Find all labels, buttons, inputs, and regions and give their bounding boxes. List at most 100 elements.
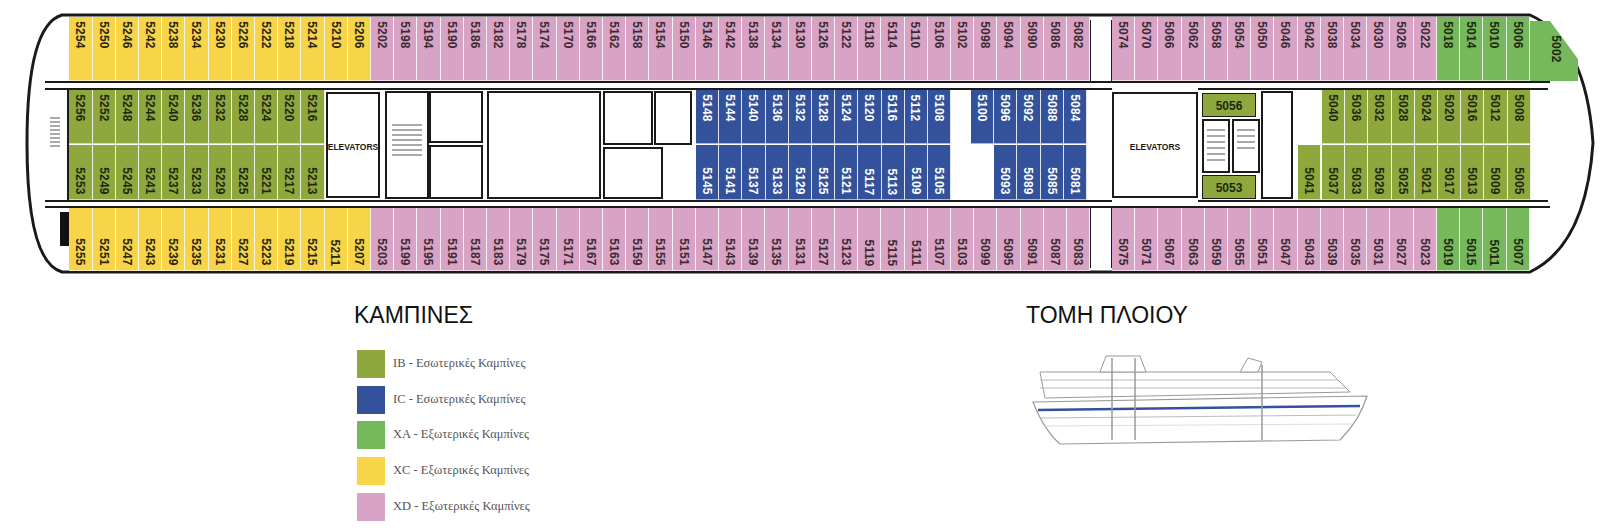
cabin-number: 5115: [886, 239, 898, 266]
text-holder: 5139: [747, 238, 759, 266]
text-holder: 5250: [98, 21, 110, 49]
text-holder: 5256: [74, 94, 86, 122]
cabin-box: 5026: [1390, 17, 1413, 81]
cabin-number: 5256: [74, 94, 86, 122]
text-holder: 5056: [1216, 96, 1243, 114]
cabin-box: 5066: [1158, 17, 1181, 81]
cabin-number: 5206: [353, 21, 365, 49]
cabin-number: 5244: [144, 94, 156, 122]
cabin-number: 5110: [910, 21, 922, 48]
text-holder: 5059: [1210, 238, 1222, 266]
cabin-number: 5170: [561, 21, 573, 49]
legend-swatch: [357, 350, 385, 378]
cabin-box: 5159: [626, 208, 649, 271]
text-holder: 5217: [283, 167, 295, 195]
text-holder: 5036: [1350, 94, 1362, 122]
cabin-box: 5034: [1344, 17, 1367, 81]
cabin-number: 5075: [1117, 238, 1129, 266]
text-holder: 5098: [979, 21, 991, 49]
text-holder: 5024: [1420, 94, 1432, 122]
text-holder: 5166: [585, 21, 597, 49]
text-holder: 5041: [1303, 167, 1315, 195]
cabin-number: 5202: [376, 21, 388, 49]
text-holder: 5253: [74, 167, 86, 195]
cabin-number: 5226: [237, 21, 249, 49]
text-holder: 5190: [446, 21, 458, 49]
cabin-number: 5100: [976, 94, 988, 122]
cabin-box: 5032: [1368, 90, 1391, 144]
cabin-box: 5067: [1158, 208, 1181, 271]
text-holder: 5050: [1256, 21, 1268, 49]
text-holder: 5239: [167, 238, 179, 266]
cabin-box: 5241: [139, 145, 162, 200]
cabin-box: 5098: [974, 17, 997, 81]
cabin-number: 5234: [190, 21, 202, 49]
text-holder: 5096: [999, 94, 1011, 122]
cabin-number: 5029: [1373, 167, 1385, 195]
text-holder: 5100: [976, 94, 988, 122]
cabin-box: 5138: [742, 17, 765, 81]
cabin-number: 5214: [306, 21, 318, 49]
cabin-number: 5215: [306, 238, 318, 266]
text-holder: 5228: [237, 94, 249, 122]
cabin-number: 5224: [260, 94, 272, 122]
text-holder: 5017: [1443, 167, 1455, 195]
cabin-box: 5234: [185, 17, 208, 81]
hull-outline: [27, 15, 1593, 272]
cabin-number: 5232: [213, 94, 225, 122]
cabin-box: 5134: [765, 17, 788, 81]
cabin-box: 5252: [93, 90, 116, 144]
text-holder: 5236: [190, 94, 202, 122]
text-holder: 5155: [654, 238, 666, 266]
text-holder: 5178: [515, 21, 527, 49]
cabin-box: 5036: [1345, 90, 1368, 144]
legend-swatch: [357, 493, 385, 521]
text-holder: 5122: [840, 21, 852, 49]
cabin-box: 5103: [951, 208, 974, 271]
text-holder: 5222: [260, 21, 272, 49]
text-holder: 5221: [260, 167, 272, 195]
cabin-box: 5092: [1017, 90, 1040, 144]
cabin-number: 5134: [770, 21, 782, 49]
cabin-box: 5055: [1228, 208, 1251, 271]
text-holder: 5215: [306, 238, 318, 266]
cabin-number: 5113: [887, 168, 899, 195]
text-holder: 5018: [1442, 21, 1454, 49]
cabin-number: 5222: [260, 21, 272, 49]
cabin-box: 5171: [557, 208, 580, 271]
cabin-box: 5021: [1415, 145, 1438, 200]
text-holder: 5087: [1049, 238, 1061, 266]
cabin-number: 5084: [1069, 94, 1081, 122]
text-holder: 5042: [1303, 21, 1315, 49]
text-holder: 5233: [190, 167, 202, 195]
cabin-box: 5224: [255, 90, 278, 144]
cabin-number: 5186: [469, 21, 481, 49]
cabin-box: 5166: [580, 17, 603, 81]
cabin-number: 5230: [213, 21, 225, 49]
cabin-box: 5118: [858, 17, 881, 81]
legend-label: XA - Εξωτερικές Καμπίνες: [393, 427, 529, 442]
cabin-box: 5095: [997, 208, 1020, 271]
text-holder: 5131: [794, 238, 806, 266]
text-holder: 5231: [214, 238, 226, 266]
text-holder: 5067: [1163, 238, 1175, 266]
text-holder: 5022: [1419, 21, 1431, 49]
cabin-box: 5255: [69, 208, 92, 271]
cabin-box: 5081: [1064, 145, 1087, 200]
cabin-number: 5112: [910, 94, 922, 121]
cabin-number: 5166: [585, 21, 597, 49]
cabin-box: 5039: [1321, 208, 1344, 271]
cabin-box: 5132: [789, 90, 812, 144]
cabin-box: 5110: [905, 17, 928, 81]
cabin-box: 5050: [1251, 17, 1274, 81]
cabin-box: 5009: [1484, 145, 1507, 200]
text-holder: 5012: [1489, 94, 1501, 122]
cabin-number: 5022: [1418, 21, 1430, 49]
cabin-box: 5114: [881, 17, 904, 81]
text-holder: 5103: [956, 238, 968, 266]
text-holder: 5247: [121, 238, 133, 266]
cabin-box: 5227: [232, 208, 255, 271]
cabin-box: 5199: [394, 208, 417, 271]
cabin-box: 5085: [1041, 145, 1064, 200]
cabin-number: 5014: [1465, 21, 1477, 49]
